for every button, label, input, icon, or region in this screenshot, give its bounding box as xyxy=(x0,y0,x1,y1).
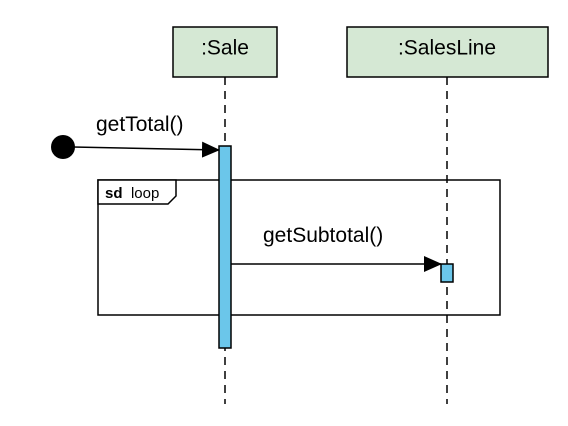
sale-activation-bar[interactable] xyxy=(218,145,232,349)
get-total-message-label: getTotal() xyxy=(96,113,184,136)
fragment-operator: loop xyxy=(131,185,159,202)
salesline-activation-bar[interactable] xyxy=(440,263,454,283)
lifeline-sale-head[interactable]: :Sale xyxy=(172,26,278,78)
loop-fragment[interactable]: sd loop xyxy=(97,179,501,316)
lifeline-salesline-label: :SalesLine xyxy=(398,37,496,60)
lifeline-sale-label: :Sale xyxy=(201,37,249,60)
loop-fragment-tag xyxy=(97,179,177,205)
lifeline-salesline-head[interactable]: :SalesLine xyxy=(346,26,549,78)
get-total-message-arrow[interactable] xyxy=(72,141,220,158)
fragment-keyword: sd xyxy=(105,185,123,202)
loop-fragment-frame xyxy=(97,179,501,316)
svg-text:sd loop: sd loop xyxy=(105,185,159,202)
get-subtotal-message-label: getSubtotal() xyxy=(263,224,383,247)
found-message-start-dot xyxy=(51,135,75,159)
